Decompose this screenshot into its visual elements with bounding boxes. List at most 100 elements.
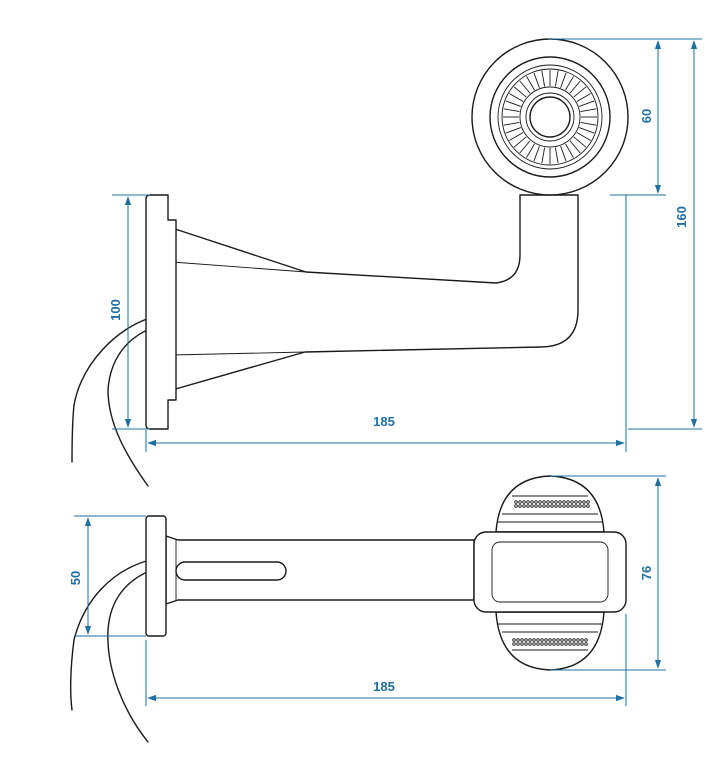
dome-bead: [512, 638, 516, 642]
lens-rib: [526, 143, 535, 158]
dome-bead: [552, 642, 556, 646]
dome-bead: [572, 638, 576, 642]
lens-rib: [576, 132, 591, 141]
lens-rib: [576, 93, 591, 102]
dome-bead: [574, 504, 578, 508]
cable-left-side: [71, 317, 151, 463]
lens-rib: [580, 108, 597, 113]
dome-bead: [536, 638, 540, 642]
top-mount-base: [145, 515, 167, 637]
dome-bead: [516, 642, 520, 646]
lens-rib: [505, 127, 522, 134]
dome-bead: [534, 504, 538, 508]
lamp-housing-block: [473, 531, 627, 613]
lens-ribs: [503, 70, 597, 164]
dome-bead: [578, 500, 582, 504]
dim-top-height: 50: [68, 515, 146, 637]
lens-rib: [513, 136, 527, 148]
dome-bead: [552, 638, 556, 642]
dome-bead: [542, 504, 546, 508]
dome-bead: [530, 500, 534, 504]
lens-rib: [541, 70, 546, 87]
dome-bead: [582, 504, 586, 508]
lens-rib: [505, 100, 522, 107]
lens-rib: [541, 147, 546, 164]
dome-bead: [532, 642, 536, 646]
dim-label-lamp-depth: 76: [639, 566, 654, 580]
lens-rib: [565, 76, 574, 91]
dome-bead: [534, 500, 538, 504]
lens-rib: [560, 145, 567, 162]
arm-edge-line-bottom: [171, 351, 306, 356]
dome-bead: [562, 504, 566, 508]
lamp-housing-outer: [471, 38, 629, 196]
dome-bead: [528, 638, 532, 642]
lens-ring-inner: [519, 86, 581, 148]
lens-rib: [569, 80, 581, 94]
dim-label-top-width: 185: [373, 679, 395, 694]
dome-bead: [560, 638, 564, 642]
dome-bead: [518, 500, 522, 504]
lens-center: [529, 96, 571, 138]
lens-rib: [554, 70, 559, 87]
dome-bead: [544, 642, 548, 646]
top-view: 185 50 76: [68, 475, 666, 743]
lens-rib: [509, 93, 524, 102]
dome-bead: [584, 638, 588, 642]
side-mount-base: [145, 194, 177, 430]
lens-rib: [526, 76, 535, 91]
dome-bead: [564, 638, 568, 642]
dome-bead: [574, 500, 578, 504]
dome-beading: [512, 500, 590, 646]
lens-rib: [519, 140, 531, 154]
dome-bead: [540, 642, 544, 646]
dome-bead: [520, 638, 524, 642]
dome-bead: [572, 642, 576, 646]
dome-bead: [580, 642, 584, 646]
side-arm: [171, 194, 579, 391]
dome-bead: [550, 500, 554, 504]
cable-left-top: [69, 559, 151, 711]
dome-bead: [566, 500, 570, 504]
lens-rib: [573, 136, 587, 148]
top-arm-slot: [175, 561, 287, 581]
lens-rib: [573, 86, 587, 98]
dome-bead: [516, 638, 520, 642]
lens-rib: [519, 80, 531, 94]
lamp-housing-inner: [489, 56, 611, 178]
dome-bead: [548, 638, 552, 642]
lamp-dome-top: [495, 475, 605, 533]
dome-bead: [568, 642, 572, 646]
lens-rib: [578, 100, 595, 107]
lens-rib: [569, 140, 581, 154]
dome-bead: [584, 642, 588, 646]
dome-bead: [570, 504, 574, 508]
lens-rib: [578, 127, 595, 134]
dim-label-overall-height: 160: [674, 206, 689, 228]
dome-bead: [580, 638, 584, 642]
dome-bead: [546, 500, 550, 504]
dome-bead: [528, 642, 532, 646]
dome-bead: [560, 642, 564, 646]
dome-bead: [558, 504, 562, 508]
lens-ring-teeth: [525, 92, 575, 142]
dim-label-top-height: 50: [68, 571, 83, 585]
dome-bead: [520, 642, 524, 646]
dim-label-side-height: 100: [108, 299, 123, 321]
dim-side-height: 100: [108, 194, 150, 430]
lens-rib: [513, 86, 527, 98]
dome-bead: [568, 638, 572, 642]
lens-rib: [533, 72, 540, 89]
dome-bead: [586, 504, 590, 508]
dome-bead: [522, 504, 526, 508]
arm-edge-line-top: [171, 261, 307, 273]
dome-bead: [514, 500, 518, 504]
dome-bead: [526, 504, 530, 508]
dim-overall-height: 160: [628, 38, 702, 430]
cable-right-top: [107, 569, 153, 743]
dome-bead: [522, 500, 526, 504]
dome-bead: [550, 504, 554, 508]
dim-label-lens-diameter: 60: [639, 109, 654, 123]
dome-bead: [554, 504, 558, 508]
